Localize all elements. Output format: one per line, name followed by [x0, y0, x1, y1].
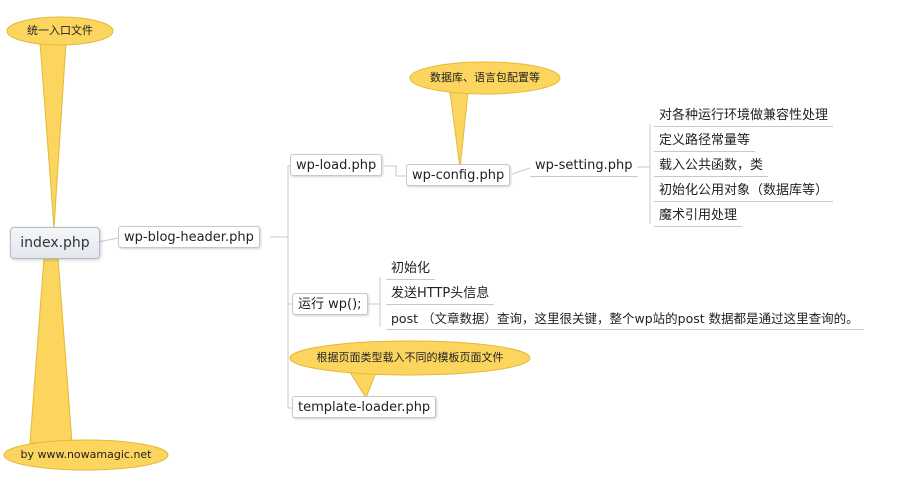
- node-wp-config[interactable]: wp-config.php: [406, 164, 511, 186]
- callout-unified-entry: 统一入口文件: [27, 24, 93, 37]
- link-root-blogheader: [97, 237, 119, 243]
- callout-pointer-db-config: [449, 91, 469, 169]
- list-item-setting[interactable]: 定义路径常量等: [654, 130, 756, 152]
- callout-bubble-template: [289, 340, 531, 376]
- node-wp-load[interactable]: wp-load.php: [290, 154, 383, 176]
- callout-credit: by www.nowamagic.net: [20, 448, 152, 461]
- list-item-setting[interactable]: 初始化公用对象（数据库等）: [654, 180, 834, 202]
- callout-template-note: 根据页面类型载入不同的模板页面文件: [316, 351, 504, 364]
- list-item-setting[interactable]: 对各种运行环境做兼容性处理: [654, 105, 834, 127]
- link-wpsetting-items: [637, 124, 651, 224]
- node-template-loader[interactable]: template-loader.php: [292, 396, 437, 418]
- link-runwp-items: [369, 277, 381, 327]
- link-wpconfig-wpsetting: [511, 167, 531, 175]
- callout-pointer-template: [349, 371, 377, 400]
- list-item-setting[interactable]: 载入公共函数，类: [654, 155, 769, 177]
- callout-bubble-credit: [3, 439, 169, 471]
- callout-pointer-unified-entry: [39, 41, 67, 229]
- node-run-wp[interactable]: 运行 wp();: [292, 293, 368, 315]
- list-item-run[interactable]: post （文章数据）查询，这里很关键，整个wp站的post 数据都是通过这里查…: [386, 308, 864, 330]
- link-wpload-wpconfig: [384, 165, 406, 177]
- list-item-run[interactable]: 发送HTTP头信息: [386, 283, 495, 305]
- root-node-index-php[interactable]: index.php: [10, 227, 100, 259]
- callout-db-lang-config: 数据库、语言包配置等: [430, 71, 540, 84]
- callout-bubble-unified-entry: [6, 16, 114, 46]
- list-item-setting[interactable]: 魔术引用处理: [654, 205, 743, 227]
- list-item-run[interactable]: 初始化: [386, 258, 436, 280]
- node-wp-setting[interactable]: wp-setting.php: [530, 155, 638, 177]
- node-wp-blog-header[interactable]: wp-blog-header.php: [118, 226, 260, 248]
- callout-pointer-credit: [29, 257, 73, 444]
- callout-bubble-db-config: [409, 61, 561, 95]
- link-blogheader-children: [270, 166, 289, 408]
